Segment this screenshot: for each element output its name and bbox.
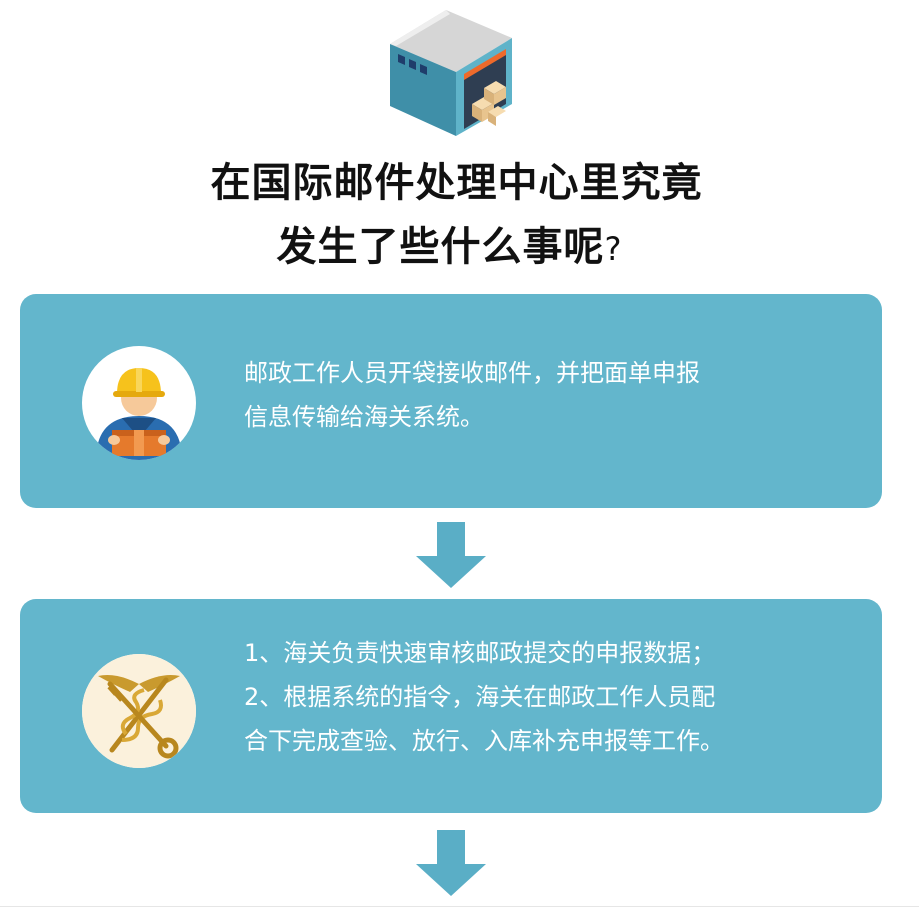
step-1-line-1: 邮政工作人员开袋接收邮件，并把面单申报 — [244, 359, 700, 387]
step-card-1: 邮政工作人员开袋接收邮件，并把面单申报 信息传输给海关系统。 — [20, 294, 882, 508]
arrow-down-icon — [416, 830, 486, 896]
step-2-line-3: 合下完成查验、放行、入库补充申报等工作。 — [244, 727, 724, 755]
title-text-2: 发生了些什么事呢 — [276, 224, 605, 270]
step-2-text: 1、海关负责快速审核邮政提交的申报数据； 2、根据系统的指令，海关在邮政工作人员… — [244, 631, 854, 763]
title-text-1: 在国际邮件处理中心里究竟 — [210, 160, 703, 206]
step-2-line-1: 1、海关负责快速审核邮政提交的申报数据； — [244, 639, 716, 667]
title-question-mark: ? — [604, 230, 623, 268]
warehouse-icon — [390, 10, 512, 136]
step-1-line-2: 信息传输给海关系统。 — [244, 403, 484, 431]
title-line-1: 在国际邮件处理中心里究竟 — [0, 150, 916, 208]
step-1-text: 邮政工作人员开袋接收邮件，并把面单申报 信息传输给海关系统。 — [244, 351, 854, 439]
step-card-2: 1、海关负责快速审核邮政提交的申报数据； 2、根据系统的指令，海关在邮政工作人员… — [20, 599, 882, 813]
step-2-line-2: 2、根据系统的指令，海关在邮政工作人员配 — [244, 683, 716, 711]
customs-emblem-icon — [82, 654, 196, 768]
arrow-down-icon — [416, 522, 486, 588]
bottom-divider — [0, 906, 919, 907]
title-line-2: 发生了些什么事呢? — [0, 214, 909, 272]
postal-worker-icon — [82, 346, 196, 460]
